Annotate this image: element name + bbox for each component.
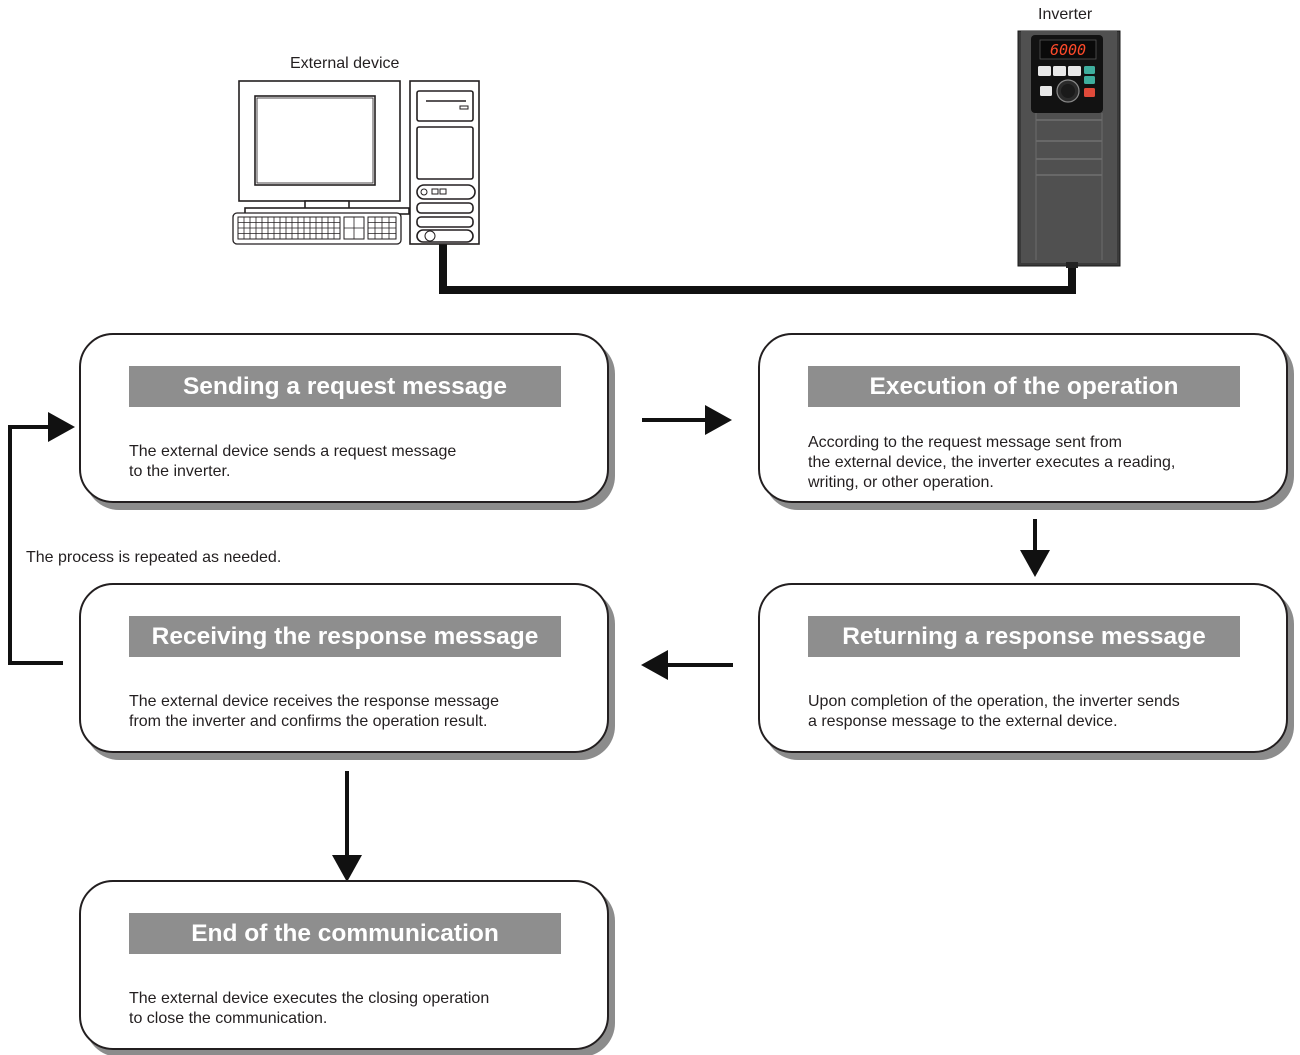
communication-cable	[439, 231, 1076, 294]
step-title: End of the communication	[129, 913, 561, 954]
step-description-line: to the inverter.	[129, 463, 231, 480]
step-description-line: from the inverter and confirms the opera…	[129, 713, 488, 730]
step-receiving-response: Receiving the response message The exter…	[79, 583, 609, 753]
inverter-display-digits: 6000	[1050, 41, 1086, 59]
step-description-line: a response message to the external devic…	[808, 713, 1118, 730]
step-title: Receiving the response message	[129, 616, 561, 657]
loop-note: The process is repeated as needed.	[26, 549, 282, 566]
step-execution: Execution of the operation According to …	[758, 333, 1288, 503]
step-description-line: the external device, the inverter execut…	[808, 454, 1176, 471]
arrow-receiving-to-end	[332, 771, 362, 882]
arrow-returning-to-receiving	[641, 650, 733, 680]
keyboard-icon	[232, 212, 402, 245]
step-sending-request: Sending a request message The external d…	[79, 333, 609, 503]
step-description-line: to close the communication.	[129, 1010, 328, 1027]
inverter-label: Inverter	[1038, 6, 1093, 23]
step-title: Sending a request message	[129, 366, 561, 407]
step-description-line: writing, or other operation.	[808, 474, 994, 491]
external-device-label: External device	[290, 55, 400, 72]
step-description: Upon completion of the operation, the in…	[808, 692, 1268, 732]
step-description-line: The external device executes the closing…	[129, 990, 490, 1007]
step-description: The external device receives the respons…	[129, 692, 589, 732]
step-description: According to the request message sent fr…	[808, 433, 1268, 493]
step-description-line: Upon completion of the operation, the in…	[808, 693, 1180, 710]
step-title: Returning a response message	[808, 616, 1240, 657]
step-title: Execution of the operation	[808, 366, 1240, 407]
pc-tower-icon	[409, 80, 480, 245]
step-description: The external device executes the closing…	[129, 989, 589, 1029]
monitor-icon	[238, 80, 410, 215]
step-description-line: The external device sends a request mess…	[129, 443, 457, 460]
step-description-line: According to the request message sent fr…	[808, 434, 1122, 451]
arrow-request-to-execution	[642, 405, 732, 435]
arrow-execution-to-returning	[1020, 519, 1050, 577]
loop-back-arrow	[8, 412, 75, 665]
step-description: The external device sends a request mess…	[129, 442, 589, 482]
step-returning-response: Returning a response message Upon comple…	[758, 583, 1288, 753]
step-end-communication: End of the communication The external de…	[79, 880, 609, 1050]
inverter-icon	[1017, 30, 1121, 268]
step-description-line: The external device receives the respons…	[129, 693, 499, 710]
